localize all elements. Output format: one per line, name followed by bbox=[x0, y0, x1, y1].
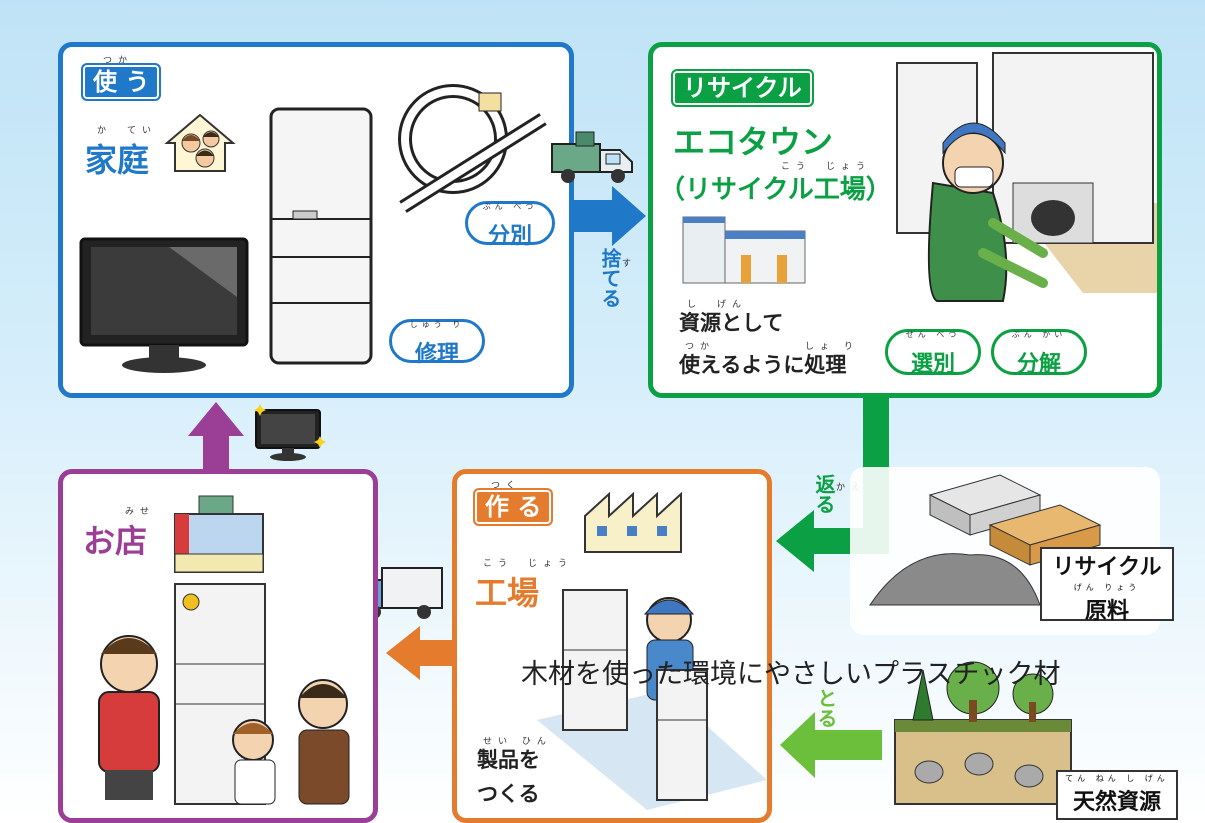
overlay-caption: 木材を使った環境にやさしいプラスチック材 bbox=[521, 659, 1061, 690]
shop-panel: みせ お店 bbox=[58, 469, 378, 823]
factory-building-icon bbox=[584, 491, 682, 553]
recycle-factory-building-icon bbox=[682, 216, 806, 284]
discard-ruby: す bbox=[622, 259, 638, 269]
factory-desc-line2: つくる bbox=[477, 782, 540, 806]
worker-dismantling-icon bbox=[896, 52, 1157, 302]
shop-title-ruby: みせ bbox=[125, 507, 156, 517]
dismantle-label: 分解 bbox=[1016, 352, 1061, 377]
recycle-subtitle-ruby: こう じょう bbox=[781, 162, 872, 172]
factory-desc-line1: 製品を bbox=[477, 748, 540, 772]
return-label: 返る bbox=[812, 474, 836, 514]
truck-icon bbox=[551, 131, 633, 183]
return-ruby: かえ bbox=[836, 480, 866, 493]
factory-panel: つく 作 る こう じょう 工場 せい ひん 製品を つくる bbox=[452, 469, 772, 823]
recycle-desc2-ruby-a: つか bbox=[685, 342, 716, 352]
fluorescent-lamp-icon bbox=[398, 84, 547, 213]
select-ruby: せん べつ bbox=[905, 330, 961, 339]
factory-desc1-ruby: せい ひん bbox=[483, 737, 552, 747]
natural-resources-icon bbox=[894, 661, 1072, 805]
fridge-icon bbox=[269, 107, 373, 365]
recycle-desc1-ruby: し げん bbox=[687, 300, 748, 310]
shop-staff-customers-icon bbox=[98, 583, 350, 805]
recycled-material-line1: リサイクル bbox=[1052, 555, 1162, 580]
home-tag-ruby: つか bbox=[103, 56, 134, 66]
natural-resources-text: 天然資源 bbox=[1072, 790, 1161, 815]
factory-tag-ruby: つく bbox=[491, 481, 522, 491]
factory-title-ruby: こう じょう bbox=[483, 559, 574, 569]
sort-label: 分別 bbox=[487, 224, 532, 249]
dismantle-ruby: ぶん かい bbox=[1011, 330, 1067, 339]
recycle-title: エコタウン bbox=[673, 123, 834, 161]
store-building-icon bbox=[174, 495, 264, 573]
recycle-subtitle: （リサイクル工場） bbox=[659, 175, 892, 205]
new-tv-icon bbox=[254, 404, 326, 461]
home-tag: 使 う bbox=[81, 63, 162, 101]
recycle-panel: リサイクル エコタウン こう じょう （リサイクル工場） し げん 資源として … bbox=[648, 42, 1162, 398]
recycled-material-line2: 原料 bbox=[1084, 599, 1129, 624]
repair-label: 修理 bbox=[414, 342, 459, 367]
recycled-material-label: リサイクル げん りょう 原料 bbox=[1040, 547, 1174, 624]
sort-ruby: ぶん べつ bbox=[482, 202, 538, 211]
home-panel: つか 使 う か てい 家庭 ぶん べつ 分別 しゅう り 修理 bbox=[58, 42, 574, 398]
factory-tag: 作 る bbox=[473, 488, 554, 526]
repair-badge: しゅう り 修理 bbox=[389, 319, 485, 367]
home-title: 家庭 bbox=[85, 141, 150, 179]
factory-worker-icon bbox=[537, 589, 767, 810]
home-title-ruby: か てい bbox=[97, 126, 158, 136]
select-label: 選別 bbox=[910, 352, 955, 377]
recycle-desc-line1: 資源として bbox=[679, 311, 784, 335]
take-label: とる bbox=[814, 688, 838, 728]
recycled-material-ruby: げん りょう bbox=[1073, 583, 1141, 592]
recycle-desc-line2: 使えるように処理 bbox=[679, 353, 847, 377]
sort-badge: ぶん べつ 分別 bbox=[465, 201, 555, 249]
discard-label: 捨てる bbox=[598, 248, 622, 308]
dismantle-badge: ぶん かい 分解 bbox=[991, 329, 1087, 377]
natural-resources-label: てん ねん し げん 天然資源 bbox=[1056, 770, 1178, 820]
recycle-desc2-ruby-b: しょ り bbox=[805, 342, 859, 352]
tv-icon bbox=[79, 237, 249, 373]
shop-title: お店 bbox=[83, 522, 148, 560]
family-house-icon bbox=[164, 113, 236, 172]
factory-title: 工場 bbox=[475, 574, 540, 612]
natural-resources-ruby: てん ねん し げん bbox=[1065, 774, 1169, 783]
recycle-tag: リサイクル bbox=[671, 69, 814, 107]
repair-ruby: しゅう り bbox=[409, 320, 465, 329]
select-badge: せん べつ 選別 bbox=[885, 329, 981, 377]
